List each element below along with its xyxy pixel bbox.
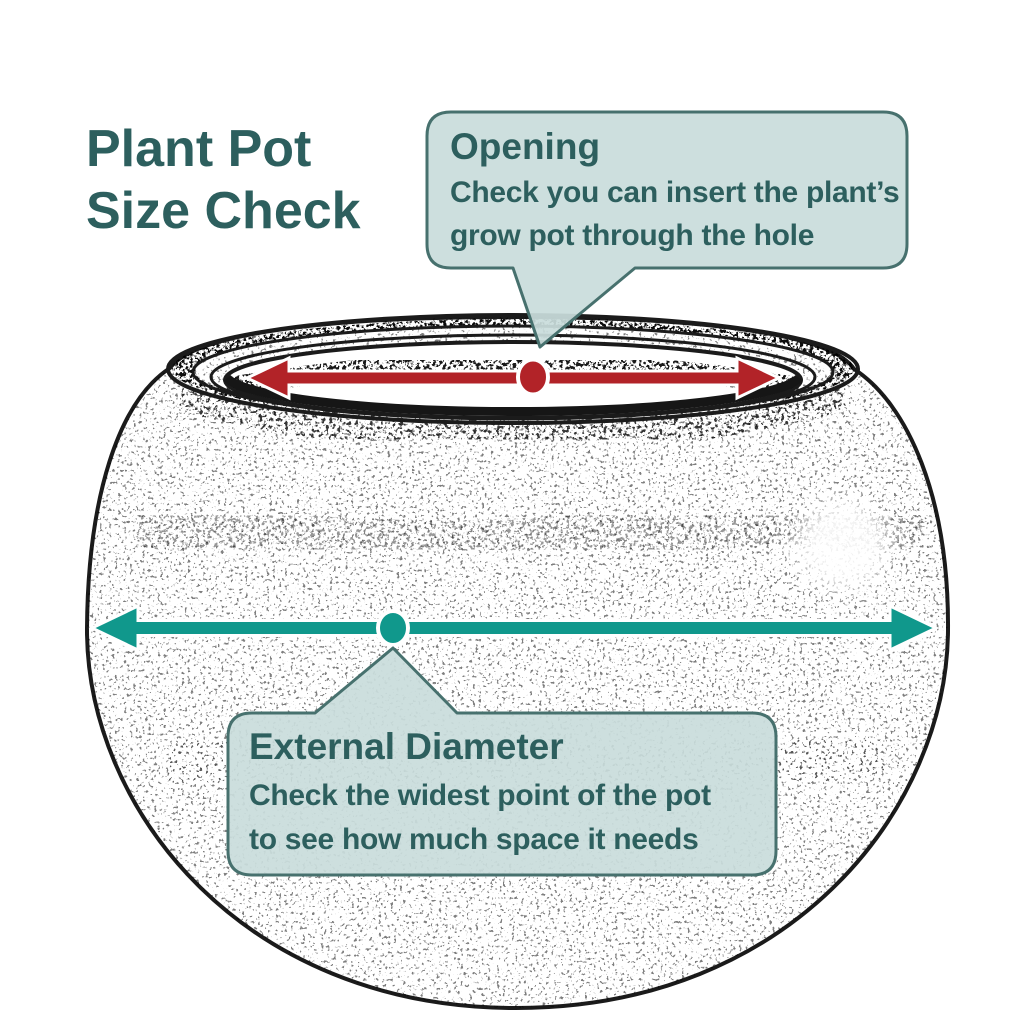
opening-callout-body-line1: Check you can insert the plant’s (450, 176, 900, 209)
opening-callout-body: Check you can insert the plant’s grow po… (450, 171, 900, 257)
external-diameter-callout-body-line2: to see how much space it needs (249, 823, 699, 856)
page-title: Plant Pot Size Check (86, 118, 361, 242)
external-diameter-arrow (88, 603, 940, 653)
callout-bubbles (226, 110, 909, 877)
external-diameter-callout-bubble (226, 646, 778, 877)
opening-callout-heading: Opening (450, 126, 601, 167)
page-title-line1: Plant Pot (86, 120, 312, 178)
external-diameter-callout-body: Check the widest point of the pot to see… (249, 774, 711, 862)
opening-callout-bubble (425, 110, 909, 349)
measurement-arrows (88, 355, 940, 653)
pot-highlight (797, 499, 889, 591)
under-rim-shadow (177, 373, 847, 454)
hole-bottom-shadow (223, 374, 803, 417)
external-diameter-callout-body-line1: Check the widest point of the pot (249, 779, 711, 812)
opening-measure-point (516, 357, 550, 397)
opening-arrow (243, 355, 783, 401)
external-diameter-callout-heading: External Diameter (249, 726, 564, 767)
opening-callout-body-line2: grow pot through the hole (450, 219, 815, 252)
page-title-line2: Size Check (86, 182, 361, 240)
rim-outer-edge (166, 313, 860, 425)
external-measure-point (376, 609, 410, 647)
pot-sketch (84, 313, 951, 1011)
